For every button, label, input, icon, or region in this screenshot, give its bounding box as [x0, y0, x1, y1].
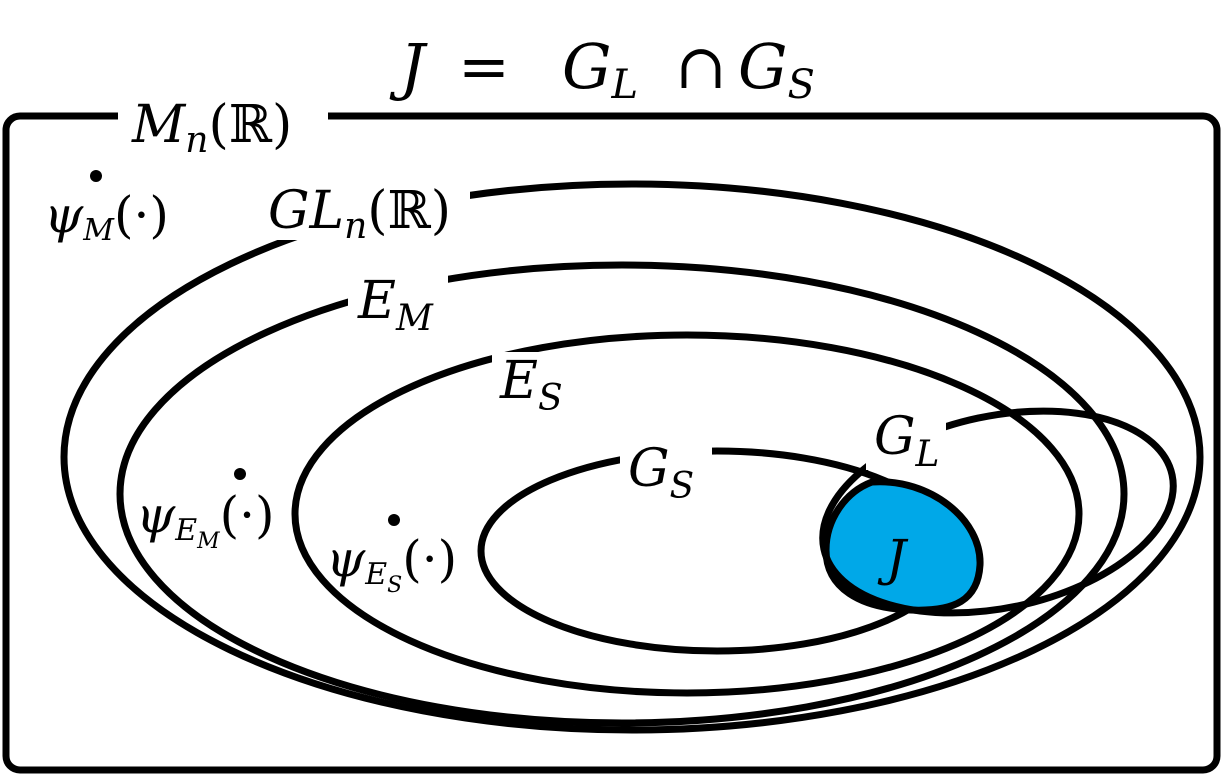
set-es-boundary — [291, 331, 1083, 697]
label-psi-m: ψM(·) — [44, 186, 169, 248]
point-psi-em — [234, 468, 246, 480]
label-gln: GLn(ℝ) — [268, 181, 451, 247]
label-psi-es: ψES(·) — [326, 530, 457, 598]
set-em-boundary — [116, 261, 1128, 727]
point-psi-m — [90, 170, 102, 182]
label-psi-em: ψEM(·) — [136, 486, 275, 554]
set-gln-boundary — [60, 180, 1204, 734]
label-mn: Mn(ℝ) — [131, 95, 292, 161]
title-equation: J = GL ∩ GS — [389, 30, 815, 113]
label-gs: GS — [628, 439, 694, 507]
set-mn-boundary — [2, 112, 1221, 774]
set-gl-boundary — [819, 407, 1177, 617]
point-psi-es — [388, 514, 400, 526]
label-es: ES — [499, 351, 563, 419]
label-em: EM — [357, 271, 434, 339]
label-gl: GL — [874, 407, 939, 475]
